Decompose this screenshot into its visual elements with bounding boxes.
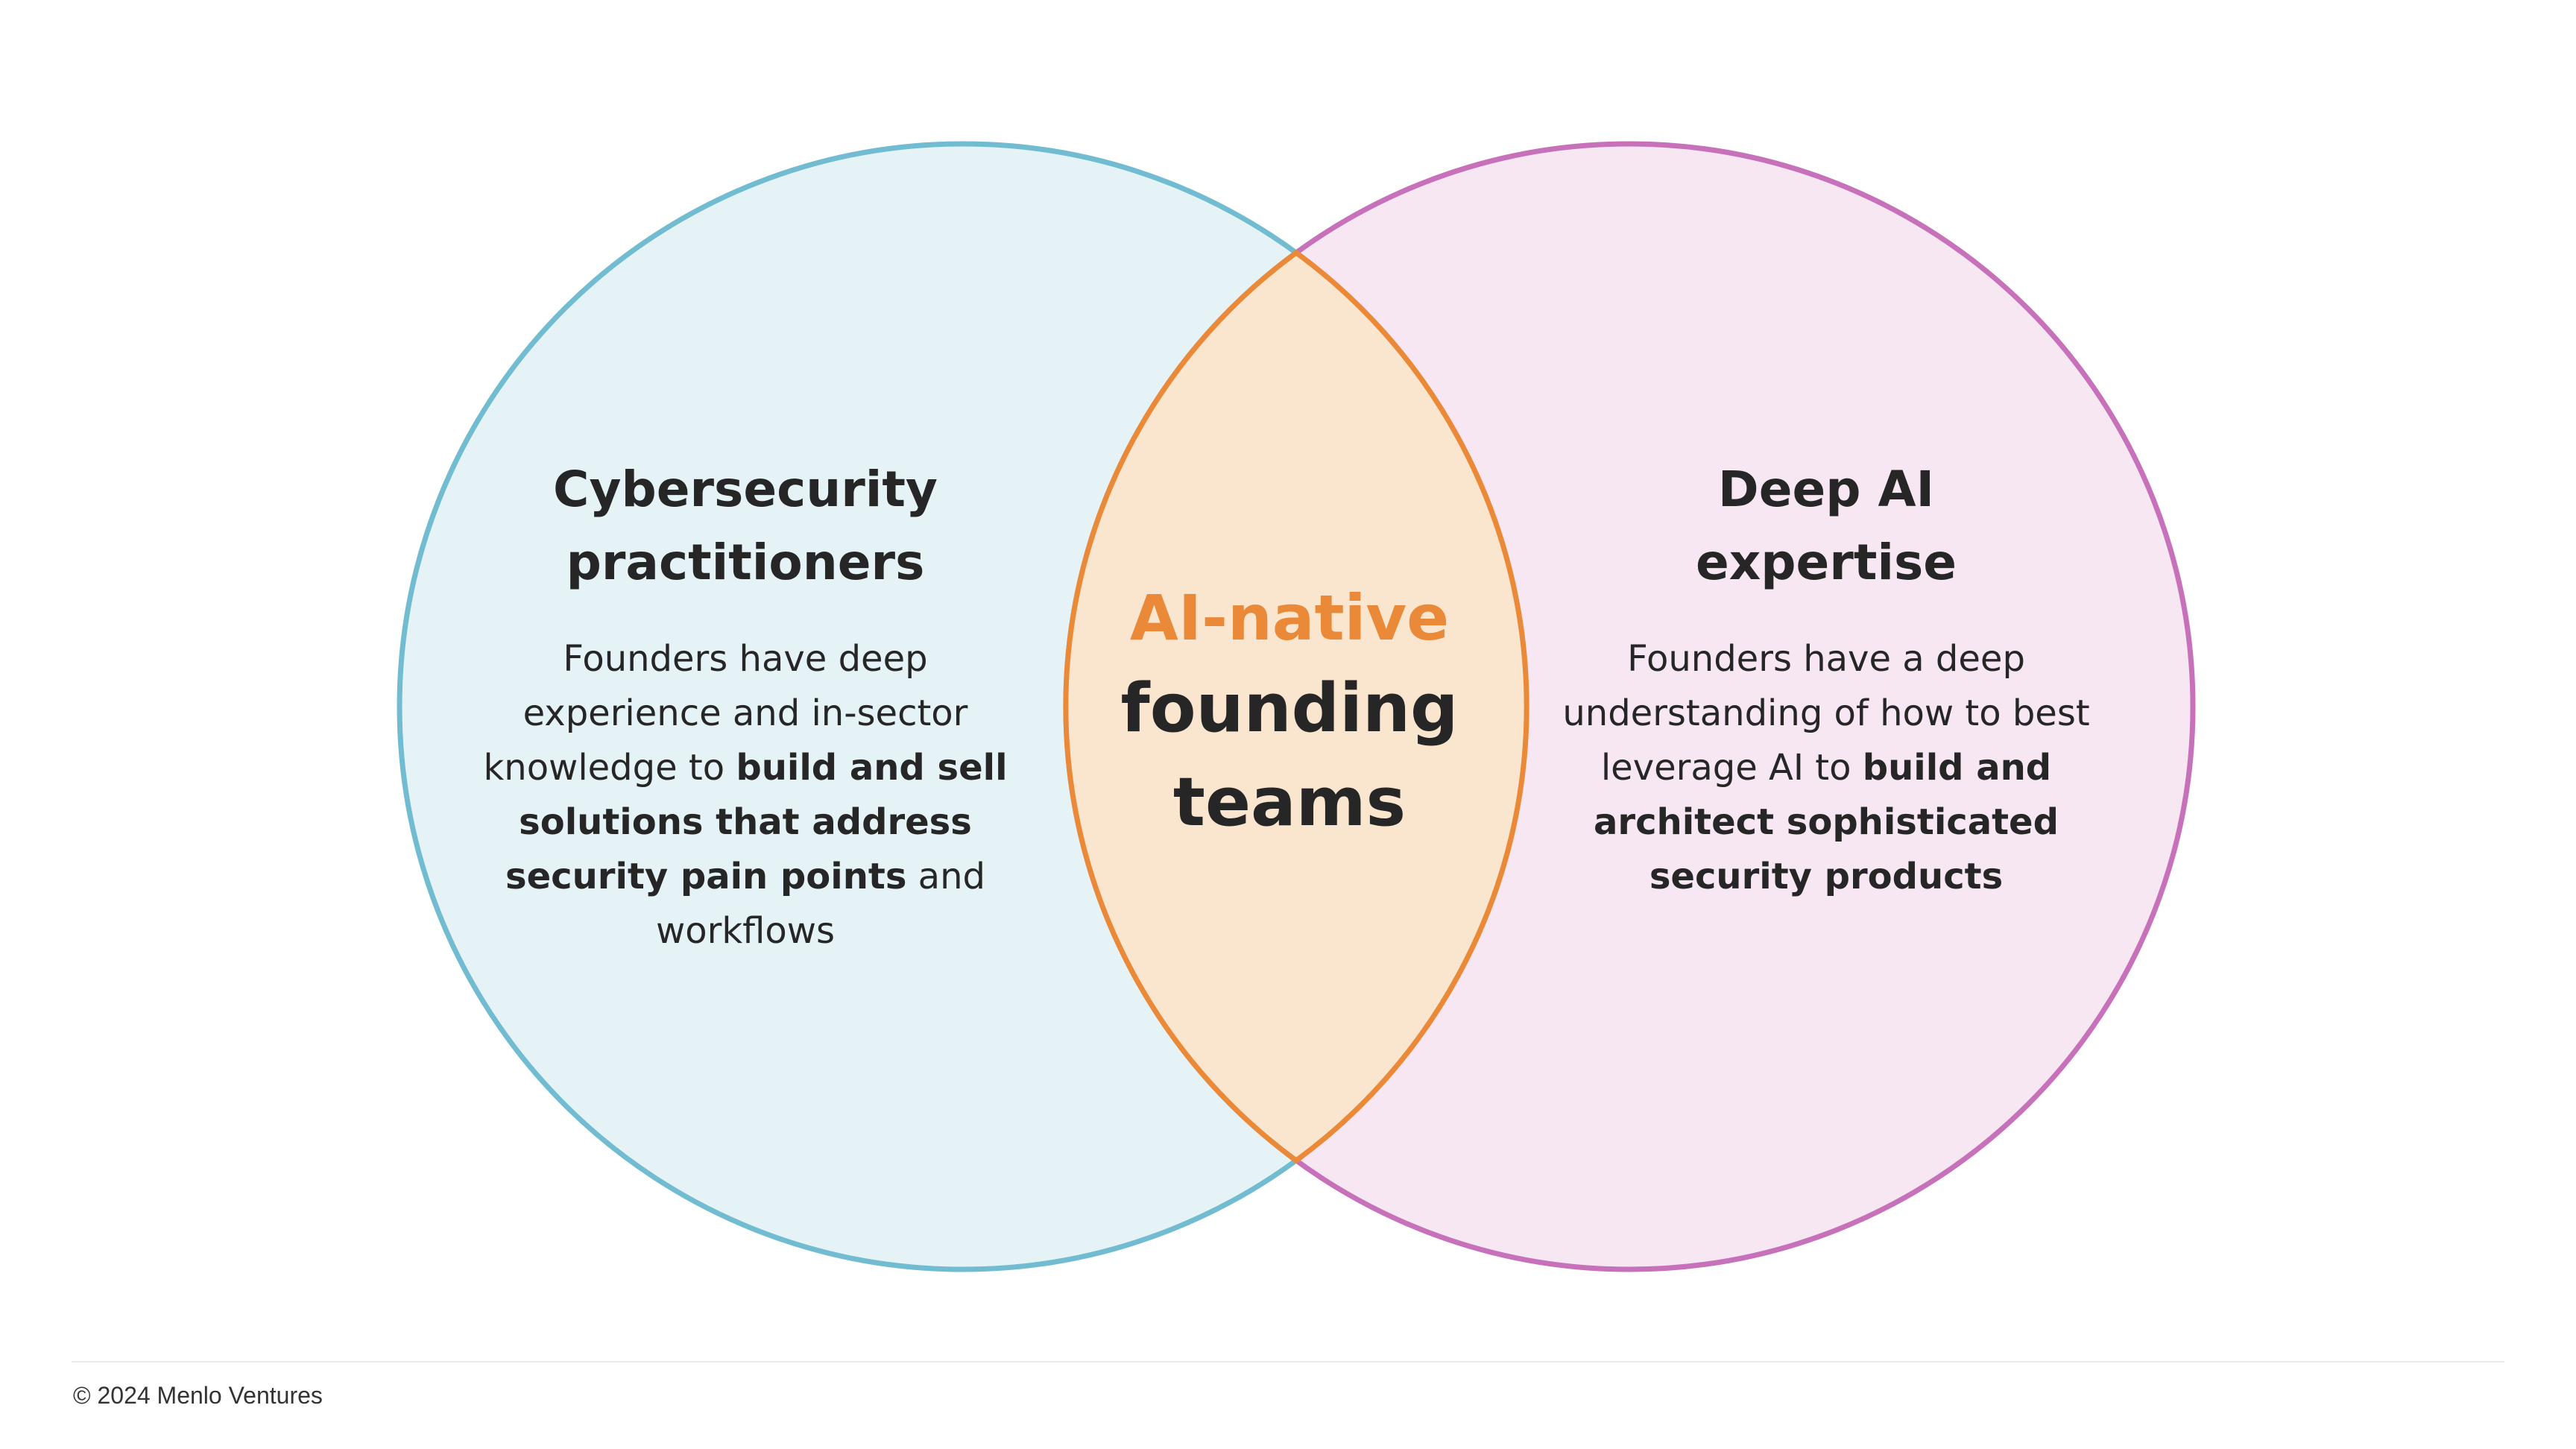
overlap-accent-label: AI-native <box>1129 581 1450 654</box>
overlap-main-label: founding teams <box>1120 669 1459 842</box>
ai-expertise-desc-segment-0: Founders have a deep understanding of ho… <box>1562 638 2090 789</box>
cybersecurity-description: Founders have deep experience and in-sec… <box>477 632 1014 959</box>
cybersecurity-desc-segment-0: Founders have deep experience and in-sec… <box>483 638 968 789</box>
ai-expertise-description: Founders have a deep understanding of ho… <box>1558 632 2094 904</box>
copyright-notice: © 2024 Menlo Ventures <box>73 1382 323 1409</box>
ai-expertise-title: Deep AI expertise <box>1695 461 1957 591</box>
cybersecurity-title: Cybersecurity practitioners <box>553 461 938 591</box>
footer-divider <box>72 1361 2504 1363</box>
ai-expertise-desc-segment-1: build and architect sophisticated securi… <box>1594 747 2059 897</box>
overlap-lens <box>1063 249 1530 1164</box>
cybersecurity-desc-segment-1: build and sell solutions that address se… <box>505 747 1008 897</box>
cybersecurity-desc-segment-2: and workflows <box>655 856 985 952</box>
